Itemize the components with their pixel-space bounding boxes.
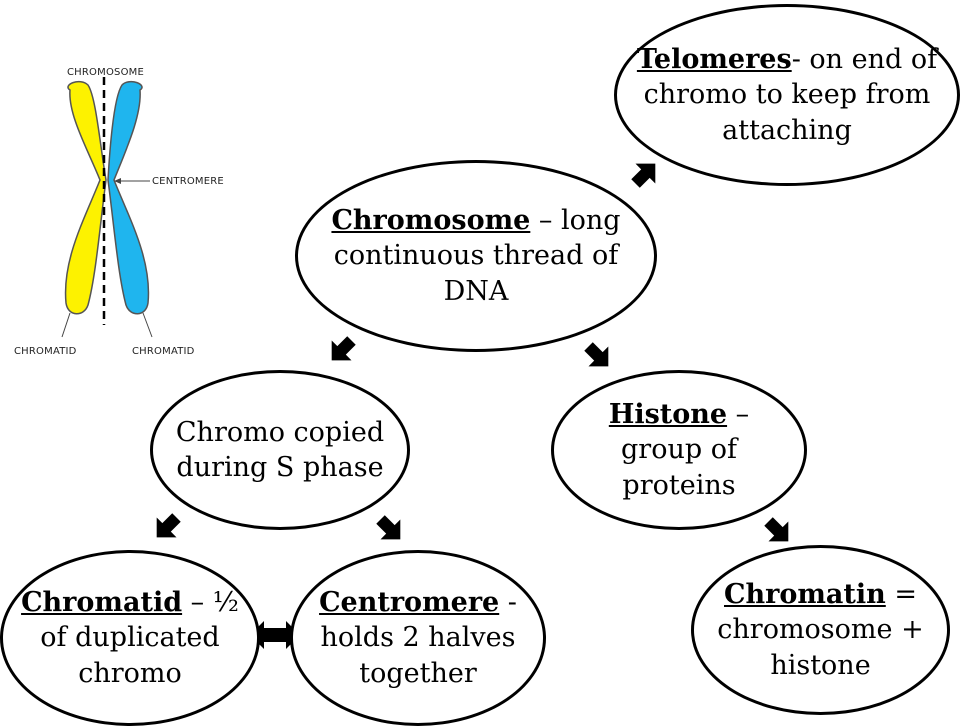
definition-chromatid: – ½ of duplicated chromo (40, 587, 239, 689)
node-histone: Histone – group of proteins (551, 370, 807, 530)
chromosome-illustration (61, 77, 153, 338)
centromere-pointer-head (114, 178, 121, 184)
definition-centromere: - holds 2 halves together (320, 587, 517, 689)
arrow-to-telomeres (625, 153, 666, 194)
definition-telomeres: - on end of chromo to keep from attachin… (643, 44, 938, 146)
arrow-to-chromatin (758, 511, 799, 552)
arrow-to-centromere (370, 509, 411, 550)
node-copied: Chromo copied during S phase (150, 370, 410, 530)
term-centromere: Centromere (319, 587, 500, 619)
arrow-to-histone (578, 336, 619, 377)
arrow-to-chromatid (146, 507, 187, 548)
centromere-illus-label: CENTROMERE (152, 176, 224, 187)
term-chromosome: Chromosome (331, 205, 531, 237)
node-chromatid: Chromatid – ½ of duplicated chromo (0, 550, 260, 726)
node-centromere: Centromere - holds 2 halves together (290, 550, 546, 726)
chromatid-left-pointer (61, 312, 71, 338)
definition-chromosome: – long continuous thread of DNA (333, 205, 621, 307)
chromatid-left-label: CHROMATID (14, 346, 77, 357)
node-chromatin: Chromatin = chromosome + histone (691, 545, 950, 715)
definition-chromatin: = chromosome + histone (717, 579, 924, 681)
term-telomeres: Telomeres (636, 44, 792, 76)
definition-histone: – group of proteins (621, 399, 750, 501)
node-chromosome: Chromosome – long continuous thread of D… (295, 160, 657, 352)
left-chromatid-shape (64, 80, 107, 315)
term-chromatid: Chromatid (21, 587, 183, 619)
text-copied: Chromo copied during S phase (175, 416, 385, 483)
node-telomeres: Telomeres- on end of chromo to keep from… (614, 4, 960, 186)
chromatid-right-label: CHROMATID (132, 346, 195, 357)
chromatid-right-pointer (142, 312, 153, 338)
term-chromatin: Chromatin (724, 579, 886, 611)
right-chromatid-shape (107, 80, 150, 315)
chromosome-label: CHROMOSOME (67, 67, 144, 78)
term-histone: Histone (608, 399, 728, 431)
arrow-to-copied (321, 330, 362, 371)
